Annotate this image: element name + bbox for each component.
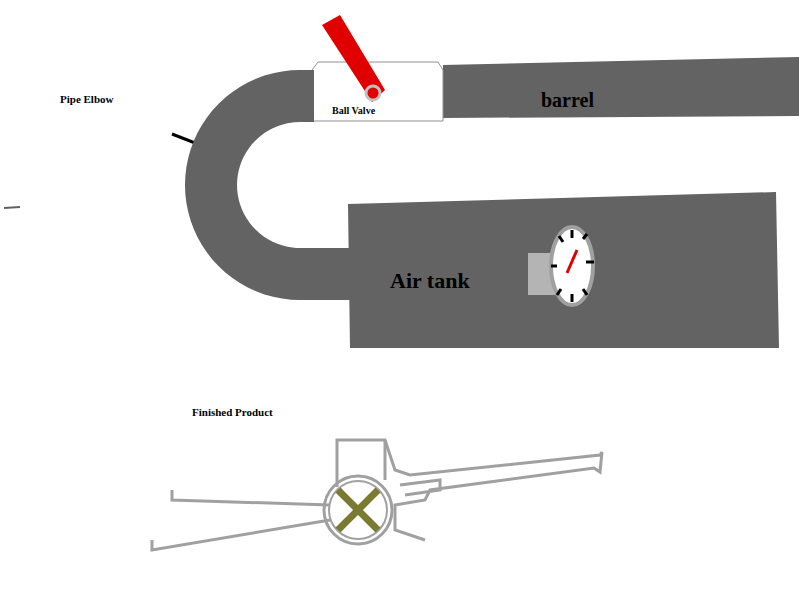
wheel-spokes (338, 490, 378, 530)
stray-mark (4, 207, 20, 208)
gauge-ticks (551, 230, 594, 302)
gun-wheel (324, 476, 392, 544)
caption-label: Finished Product (192, 406, 273, 418)
valve-box: Ball Valve (312, 62, 443, 121)
air-tank-body (348, 192, 779, 348)
barrel-pipe (443, 57, 799, 118)
part-label: Ball Valve (332, 106, 375, 116)
part-label: Air tank (390, 270, 470, 292)
pressure-gauge (551, 227, 593, 305)
caption-label: Pipe Elbow (60, 93, 113, 105)
part-label: barrel (541, 90, 594, 110)
gun-wheel-rim (329, 481, 387, 539)
field-gun (152, 440, 602, 550)
gauge-needle (567, 250, 577, 273)
tank-box: Air tank (350, 204, 778, 348)
valve-pivot (366, 86, 380, 100)
pipe-elbow (211, 96, 352, 274)
valve-handle (322, 15, 385, 102)
barrel-box: barrel (443, 60, 799, 118)
